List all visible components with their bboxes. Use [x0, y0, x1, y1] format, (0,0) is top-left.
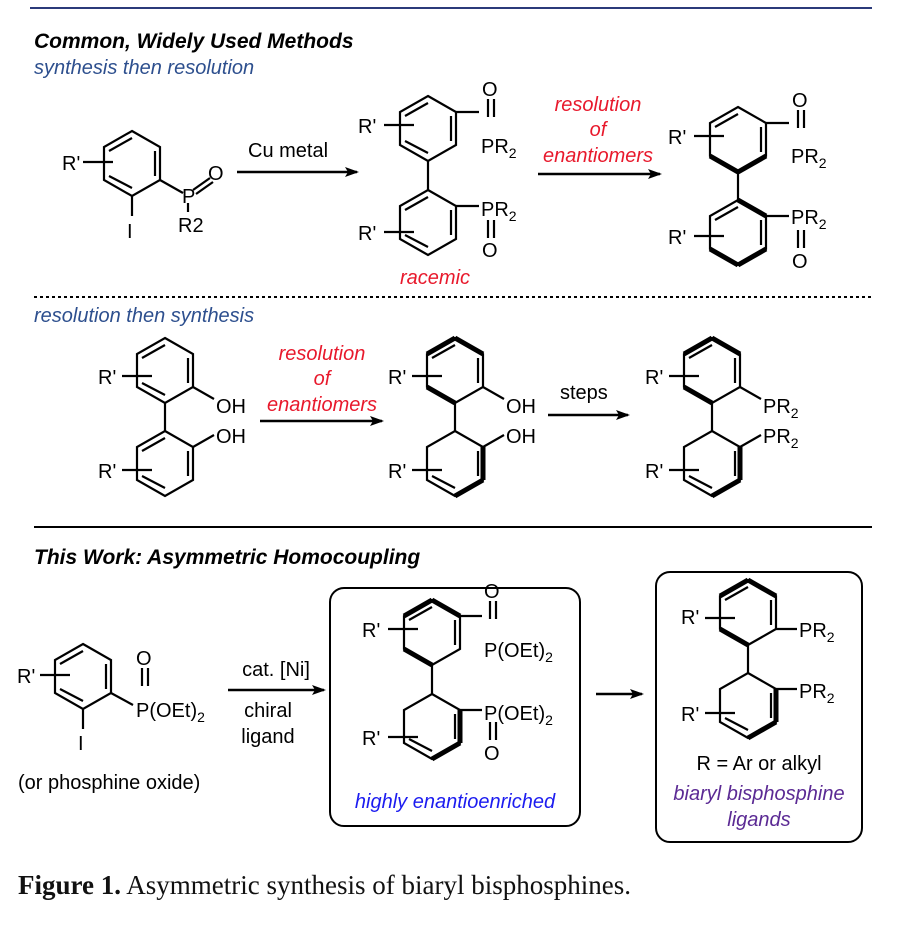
r-prime-label: R'	[98, 461, 116, 483]
steps-label: steps	[560, 382, 608, 404]
pr2-label: PR2	[791, 207, 827, 232]
biaryl-bisphosphine-label: biaryl bisphosphine	[673, 783, 844, 805]
r-prime-label: R'	[388, 461, 406, 483]
r-prime-label: R'	[681, 607, 699, 629]
iodoaryl-phosphonate	[40, 642, 150, 729]
resolution-label: resolution	[279, 343, 366, 365]
racemic-biaryl	[384, 94, 496, 257]
r-prime-label: R'	[681, 704, 699, 726]
caption-label: Figure 1.	[18, 870, 121, 900]
o-label: O	[208, 163, 224, 185]
caption-text: Asymmetric synthesis of biaryl bisphosph…	[121, 870, 631, 900]
p-label: P	[182, 186, 195, 208]
r-prime-label: R'	[358, 223, 376, 245]
r-definition-label: R = Ar or alkyl	[696, 753, 821, 775]
of-label: of	[314, 368, 333, 390]
o-label: O	[482, 79, 498, 101]
enantiopure-biphenol	[412, 336, 505, 498]
r-prime-label: R'	[668, 227, 686, 249]
r-prime-label: R'	[362, 620, 380, 642]
of-label: of	[590, 119, 609, 141]
r-prime-label: R'	[645, 367, 663, 389]
pr2-label: PR2	[799, 681, 835, 706]
o-label: O	[136, 648, 152, 670]
o-label: O	[484, 743, 500, 765]
enantiopure-bisphosphine	[669, 336, 762, 498]
oh-label: OH	[216, 396, 246, 418]
enantiopure-biaryl	[694, 105, 806, 267]
cat-ni-label: cat. [Ni]	[242, 659, 310, 681]
iodo-label: I	[127, 221, 133, 243]
enantiomers-label: enantiomers	[267, 394, 377, 416]
racemic-biphenol	[122, 336, 215, 498]
cu-metal-label: Cu metal	[248, 140, 328, 162]
r-prime-label: R'	[362, 728, 380, 750]
racemic-label: racemic	[400, 267, 470, 289]
p-oet2-label: P(OEt)2	[484, 703, 553, 728]
oh-label: OH	[506, 426, 536, 448]
bold-bonds	[718, 577, 779, 741]
enantioenriched-box	[329, 587, 581, 827]
this-work-title: This Work: Asymmetric Homocoupling	[34, 546, 420, 569]
iodo-label: I	[78, 733, 84, 755]
p-oet2-label: P(OEt)2	[484, 640, 553, 665]
resolution-label: resolution	[555, 94, 642, 116]
or-phosphine-oxide-label: (or phosphine oxide)	[18, 772, 200, 794]
route1-subtitle: synthesis then resolution	[34, 57, 254, 79]
oh-label: OH	[506, 396, 536, 418]
pr2-label: PR2	[799, 620, 835, 645]
r-prime-label: R'	[358, 116, 376, 138]
ligands-box	[655, 571, 863, 843]
oh-label: OH	[216, 426, 246, 448]
r-prime-label: R'	[668, 127, 686, 149]
bold-bonds	[425, 335, 486, 499]
enantiomers-label: enantiomers	[543, 145, 653, 167]
r-prime-label: R'	[645, 461, 663, 483]
o-label: O	[482, 240, 498, 262]
p-oet2-label: P(OEt)2	[136, 700, 205, 725]
biaryl-bisphosphine-ligand	[705, 578, 797, 740]
iodoaryl-phosphine-oxide	[83, 129, 214, 216]
common-methods-title: Common, Widely Used Methods	[34, 30, 354, 53]
o-label: O	[484, 581, 500, 603]
route2-subtitle: resolution then synthesis	[34, 305, 254, 327]
bold-bonds	[682, 335, 743, 499]
r-prime-label: R'	[62, 153, 80, 175]
pr2-label: PR2	[481, 199, 517, 224]
pr2-label: PR2	[791, 146, 827, 171]
r-prime-label: R'	[98, 367, 116, 389]
pr2-label: PR2	[763, 426, 799, 451]
pr2-label: PR2	[481, 136, 517, 161]
bold-bonds	[402, 597, 463, 762]
ligand-label: ligand	[241, 726, 294, 748]
bold-bonds	[708, 153, 768, 268]
r-prime-label: R'	[388, 367, 406, 389]
figure-caption: Figure 1. Asymmetric synthesis of biaryl…	[18, 870, 898, 901]
r2-label: R2	[178, 215, 204, 237]
o-label: O	[792, 90, 808, 112]
highly-enantioenriched-label: highly enantioenriched	[355, 791, 556, 813]
enantioenriched-biaryl-phosphonate	[388, 598, 498, 761]
chiral-label: chiral	[244, 700, 292, 722]
pr2-label: PR2	[763, 396, 799, 421]
r-prime-label: R'	[17, 666, 35, 688]
o-label: O	[792, 251, 808, 273]
ligands-label: ligands	[727, 809, 790, 831]
